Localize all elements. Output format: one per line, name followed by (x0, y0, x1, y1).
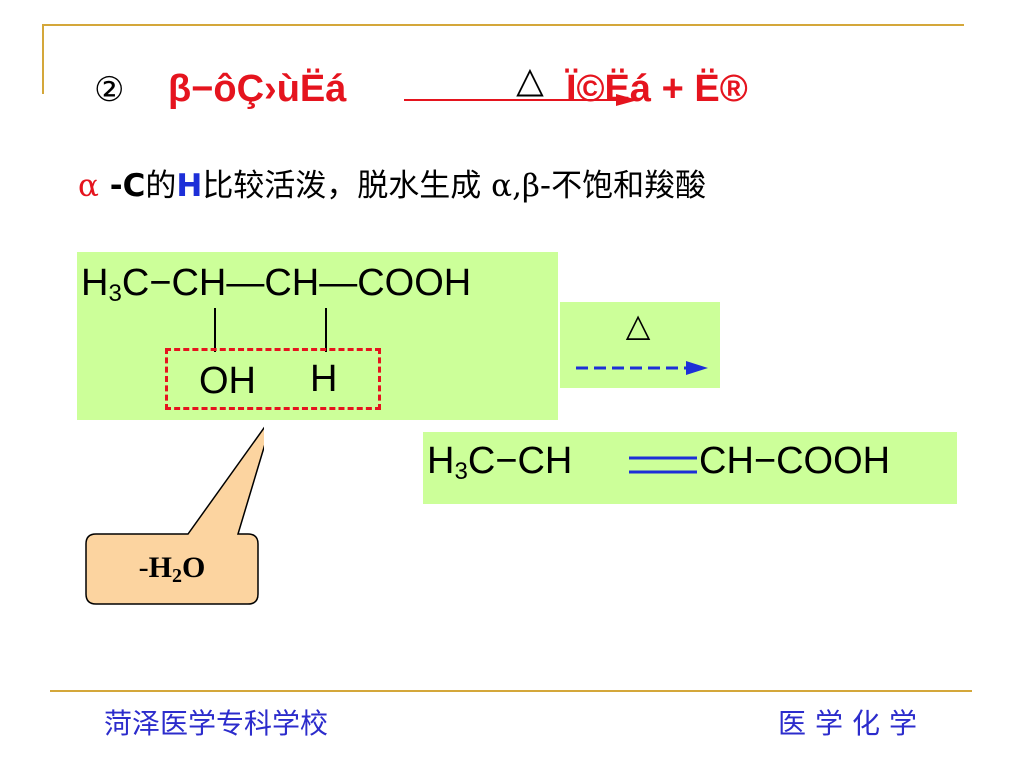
product-structure-box: H3C−CH CH−COOH (423, 432, 957, 504)
heat-arrow-icon: △ (404, 64, 638, 106)
callout-h: H (148, 551, 172, 584)
product-h: H (427, 440, 455, 482)
alpha-beta-symbol: α,β (491, 168, 540, 204)
condition-box: △ (560, 302, 720, 388)
bond-to-oh (214, 308, 216, 352)
alpha-symbol: α (78, 168, 99, 204)
description-de: 的 (145, 168, 177, 204)
heat-symbol: △ (516, 64, 544, 101)
alpha-carbon-label: -C (98, 168, 146, 204)
description-tail: -不饱和羧酸 (539, 168, 707, 204)
left-frame-line (42, 24, 44, 94)
reactant-h: H (81, 262, 109, 304)
reactant-chain: H3C−CH—CH—COOH (81, 262, 471, 308)
heading-products: Ï©Ëá + Ë® (566, 68, 748, 110)
footer-course-name: 医学化学 (778, 707, 927, 740)
alpha-hydrogen: H (310, 358, 338, 400)
hydroxyl-group: OH (199, 360, 256, 402)
footer-school-name: 菏泽医学专科学校 (104, 707, 329, 740)
water-loss-label: -H2O (84, 532, 260, 604)
reactant-sub3: 3 (108, 280, 122, 307)
double-bond-icon (629, 456, 697, 474)
callout-o: O (182, 551, 206, 584)
elimination-highlight (165, 348, 381, 410)
heading-reactant: β−ôÇ›ùËá (168, 68, 347, 110)
bottom-frame-line (50, 690, 972, 692)
product-left-rest: C−CH (467, 440, 573, 482)
reactant-structure-box: H3C−CH—CH—COOH OH H (77, 252, 558, 420)
product-sub3: 3 (454, 458, 468, 485)
step-number: ② (94, 70, 125, 110)
heat-arrow-dashed-icon: △ (576, 306, 708, 375)
reactant-chain-rest: C−CH—CH—COOH (121, 262, 472, 304)
callout-dash: - (138, 551, 149, 584)
water-callout-shape (85, 426, 264, 605)
product-right-part: CH−COOH (699, 440, 891, 482)
description-line: α -C的H比较活泼，脱水生成 α,β-不饱和羧酸 (78, 160, 706, 205)
bond-to-h (325, 308, 327, 352)
condition-heat-symbol: △ (626, 306, 651, 344)
description-text: 比较活泼，脱水生成 (202, 168, 492, 204)
top-frame-line (44, 24, 964, 26)
product-left-part: H3C−CH (427, 440, 572, 486)
hydrogen-label: H (176, 168, 203, 204)
reaction-heading: ② β−ôÇ›ùËá △ Ï©Ëá + Ë® (88, 64, 818, 124)
callout-sub2: 2 (172, 565, 182, 587)
